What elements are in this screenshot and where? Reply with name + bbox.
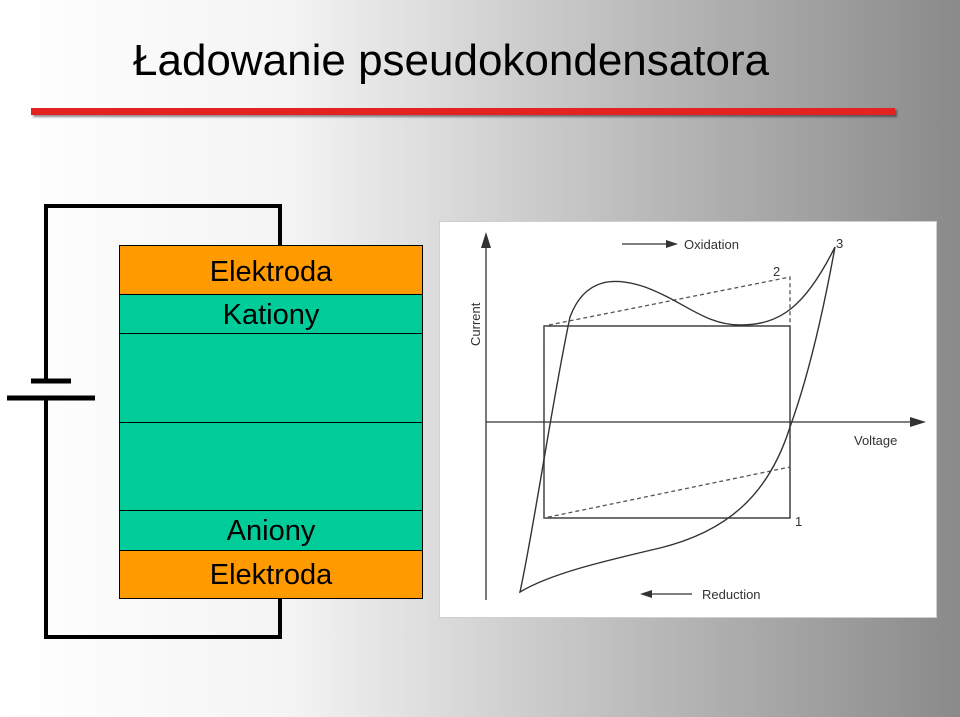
voltage-axis-label: Voltage [854, 433, 897, 448]
curve-label-1: 1 [795, 514, 802, 529]
circuit-wire-bottom [44, 400, 282, 639]
current-axis-label: Current [468, 302, 483, 346]
voltage-axis-arrow [910, 417, 926, 427]
cv-diagram: Oxidation Reduction Voltage Current 1 2 … [468, 232, 926, 602]
electrolyte-lower [119, 422, 423, 511]
circuit-wire-top [44, 204, 282, 380]
cv-diagram-panel: Oxidation Reduction Voltage Current 1 2 … [439, 221, 937, 618]
cation-label: Kationy [222, 299, 320, 331]
oxidation-arrowhead [666, 240, 678, 248]
cation-layer [119, 294, 423, 334]
cv-curve-3 [518, 246, 836, 594]
curve-label-2: 2 [773, 264, 780, 279]
top-electrode-layer [119, 245, 423, 295]
title-underline [31, 108, 895, 115]
reduction-arrowhead [640, 590, 652, 598]
top-electrode-label: Elektroda [209, 256, 333, 288]
cv-curve-1 [543, 325, 791, 519]
battery-circuit [7, 204, 282, 639]
cv-curve-2 [543, 276, 791, 519]
curve-label-3: 3 [836, 236, 843, 251]
anion-label: Aniony [226, 515, 316, 547]
electrolyte-upper [119, 333, 423, 423]
bottom-electrode-label: Elektroda [209, 559, 333, 591]
slide-title: Ładowanie pseudokondensatora [133, 36, 770, 85]
bottom-electrode-layer [119, 550, 423, 599]
current-axis-arrow [481, 232, 491, 248]
oxidation-label: Oxidation [684, 237, 739, 252]
reduction-label: Reduction [702, 587, 761, 602]
